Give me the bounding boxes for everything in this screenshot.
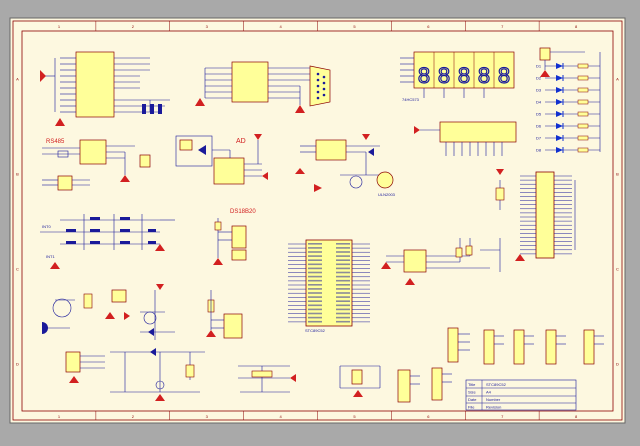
dip-block bbox=[414, 121, 517, 156]
border-number: 4 bbox=[279, 24, 282, 29]
mcu-label: STC89C52 bbox=[305, 328, 326, 333]
mcu-block: STC89C52 bbox=[288, 239, 370, 333]
border-number: 1 bbox=[58, 24, 61, 29]
mcu-pins bbox=[288, 243, 370, 323]
led-diode-icon bbox=[556, 63, 563, 69]
uln-label: ULN2003 bbox=[378, 192, 396, 197]
title-block-key: Title bbox=[468, 382, 476, 387]
seven-segment-block: 8 8 8 8 8 74HC573 bbox=[400, 51, 515, 102]
seg-digit-3: 8 bbox=[458, 63, 470, 88]
header-block bbox=[495, 169, 576, 261]
title-block-key: Date bbox=[468, 397, 477, 402]
border-letter: D bbox=[16, 362, 19, 367]
border-number: 2 bbox=[132, 24, 135, 29]
border-number: 6 bbox=[427, 414, 430, 419]
serial-port-block bbox=[195, 61, 331, 113]
small-ic-block bbox=[206, 290, 243, 339]
led-label: D6 bbox=[536, 124, 542, 129]
led-label: D5 bbox=[536, 112, 542, 117]
eeprom-block bbox=[381, 238, 501, 285]
border-number: 8 bbox=[575, 24, 578, 29]
ds18b20-block: DS18B20 bbox=[213, 209, 256, 265]
border-number: 8 bbox=[575, 414, 578, 419]
seg-digit-1: 8 bbox=[418, 63, 430, 88]
title-block-value: STC89C52 bbox=[486, 382, 507, 387]
border-letter: C bbox=[16, 267, 19, 272]
led-diode-icon bbox=[556, 147, 563, 153]
bottom-headers bbox=[397, 327, 604, 403]
border-number: 5 bbox=[353, 24, 356, 29]
led-label: D8 bbox=[536, 148, 542, 153]
power-block bbox=[65, 348, 205, 401]
seg-digit-2: 8 bbox=[438, 63, 450, 88]
buzzer-block bbox=[42, 284, 175, 340]
title-block-key: File bbox=[468, 405, 475, 410]
led-diode-icon bbox=[556, 123, 563, 129]
relay-block: ULN2003 bbox=[295, 134, 396, 197]
ad-label: AD bbox=[236, 138, 246, 145]
border-letter: A bbox=[16, 77, 19, 82]
header-pins bbox=[520, 175, 572, 255]
border-number: 4 bbox=[279, 414, 282, 419]
seg-digit-5: 8 bbox=[498, 63, 510, 88]
led-label: D3 bbox=[536, 88, 542, 93]
border-number: 5 bbox=[353, 414, 356, 419]
led-diode-icon bbox=[556, 75, 563, 81]
int1-label: INT1 bbox=[46, 254, 55, 259]
seg-chip-label: 74HC573 bbox=[402, 97, 420, 102]
title-block-key: Size bbox=[468, 390, 477, 395]
border-number: 7 bbox=[501, 24, 504, 29]
rs485-label: RS485 bbox=[46, 139, 65, 145]
int0-label: INT0 bbox=[42, 224, 51, 229]
title-block-value: A4 bbox=[486, 390, 492, 395]
led-label: D7 bbox=[536, 136, 542, 141]
border-number: 1 bbox=[58, 414, 61, 419]
ad-block: AD bbox=[175, 134, 268, 185]
border-letter: B bbox=[16, 172, 19, 177]
border-letter: B bbox=[616, 172, 619, 177]
keypad-block: INT0 INT1 bbox=[40, 214, 175, 269]
border-number: 3 bbox=[206, 24, 209, 29]
led-label: D4 bbox=[536, 100, 542, 105]
seg-digit-4: 8 bbox=[478, 63, 490, 88]
border-letter: A bbox=[616, 77, 619, 82]
pot-block bbox=[238, 365, 296, 393]
led-diode-icon bbox=[556, 135, 563, 141]
border-number: 2 bbox=[132, 414, 135, 419]
title-block-value: Revision bbox=[486, 405, 501, 410]
title-block-value: Number bbox=[486, 397, 501, 402]
led-diode-icon bbox=[556, 111, 563, 117]
led-diode-icon bbox=[556, 87, 563, 93]
crystal-block bbox=[339, 365, 381, 397]
border-number: 7 bbox=[501, 414, 504, 419]
led-label: D2 bbox=[536, 76, 542, 81]
border-letter: C bbox=[616, 267, 619, 272]
border-number: 6 bbox=[427, 24, 430, 29]
led-diode-icon bbox=[556, 99, 563, 105]
border-number: 3 bbox=[206, 414, 209, 419]
rs485-block: RS485 bbox=[42, 139, 151, 191]
ds18b20-label: DS18B20 bbox=[230, 209, 256, 215]
led-label: D1 bbox=[536, 64, 542, 69]
border-letter: D bbox=[616, 362, 619, 367]
max232-block bbox=[40, 51, 170, 126]
